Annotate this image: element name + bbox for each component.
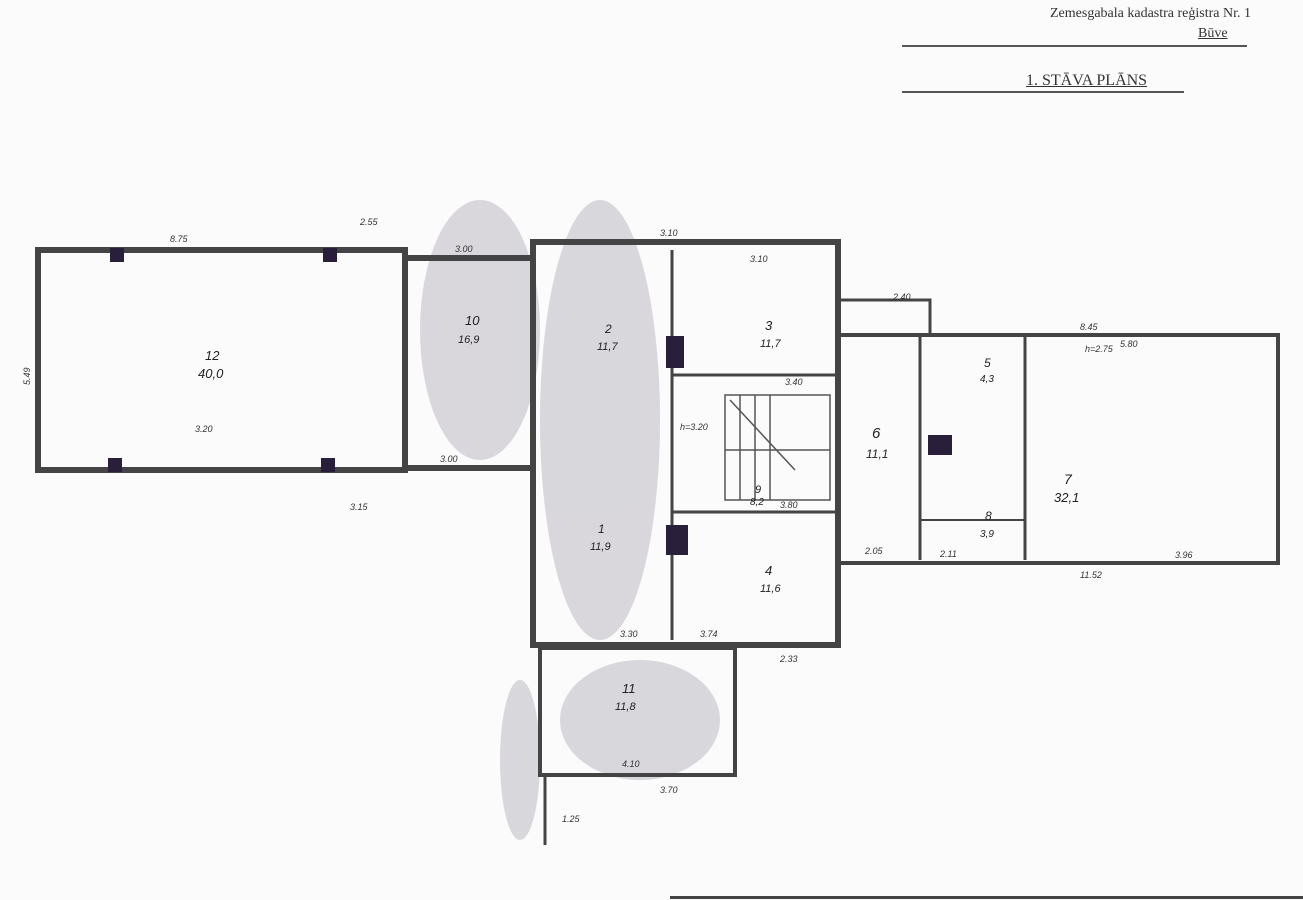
room-number: 6 [872,425,881,442]
dimension: 3.20 [195,424,213,434]
column [321,458,335,472]
room-number: 10 [465,313,480,328]
dimension: 1.25 [562,814,581,824]
stairs [724,394,831,501]
dimension-labels: 8.75 3.20 5.49 2.55 3.15 3.00 3.00 3.10 … [22,217,1193,824]
dimension: 3.70 [660,785,678,795]
dimension: 3.15 [350,502,369,512]
room-number: 7 [1064,471,1073,487]
dimension: 3.10 [750,254,768,264]
room-number: 2 [604,322,612,336]
room-number: 1 [598,522,605,536]
dimension: h=3.20 [680,422,708,432]
building-label: Būve [1198,26,1228,41]
room-area: 8,2 [750,497,764,508]
dimension: h=2.75 [1085,344,1114,354]
dimension: 3.30 [620,629,638,639]
column [110,248,124,262]
room-area: 11,1 [866,447,888,461]
dimension: 3.00 [440,454,458,464]
room-area: 11,7 [597,341,618,353]
room-number: 4 [765,563,772,578]
column [666,336,684,368]
room-number: 5 [984,356,991,370]
dimension: 8.45 [1080,322,1099,332]
terrace-outline [35,247,408,473]
columns [108,248,952,555]
room-number: 8 [985,509,992,523]
room-area: 16,9 [458,334,479,346]
room-number: 12 [205,348,220,363]
dimension: 8.75 [170,234,189,244]
room-area: 32,1 [1054,490,1079,505]
header-rule-1 [902,45,1247,47]
stove [928,435,952,455]
dimension: 3.96 [1175,550,1193,560]
plan-title: 1. STĀVA PLĀNS [1026,72,1148,89]
column [666,525,688,555]
dimension: 3.00 [455,244,473,254]
room-area: 11,8 [615,701,636,713]
dimension: 3.40 [785,377,803,387]
room-area: 11,6 [760,583,781,595]
dimension: 2.33 [779,654,798,664]
header-rule-2 [902,91,1184,93]
dimension: 2.11 [939,549,957,559]
dimension: 2.05 [864,546,884,556]
room-number: 11 [622,681,636,696]
dimension: 2.55 [359,217,379,227]
room-area: 11,7 [760,338,781,350]
room-area: 4,3 [980,374,994,385]
dimension: 3.74 [700,629,718,639]
dimension: 4.10 [622,759,640,769]
walls [35,239,1280,845]
scan-noise [420,200,720,840]
dimension: 5.49 [22,367,32,385]
room-labels: 12 40,0 10 16,9 2 11,7 3 11,7 6 11,1 5 4… [198,313,1079,713]
dimension: 3.10 [660,228,678,238]
footer-rule [670,896,1303,899]
dimension: 3.80 [780,500,798,510]
dimension: 2.40 [892,292,911,302]
room-number: 3 [765,318,773,333]
dimension: 5.80 [1120,339,1138,349]
room-11-outline [538,646,737,777]
cadastre-label: Zemesgabala kadastra reģistra Nr. 1 [1050,6,1251,21]
room-number: 9 [755,484,761,496]
dimension: 11.52 [1080,570,1102,580]
room-area: 11,9 [590,541,611,553]
room-area: 3,9 [980,529,994,540]
column [323,248,337,262]
room-area: 40,0 [198,366,224,381]
column [108,458,122,472]
